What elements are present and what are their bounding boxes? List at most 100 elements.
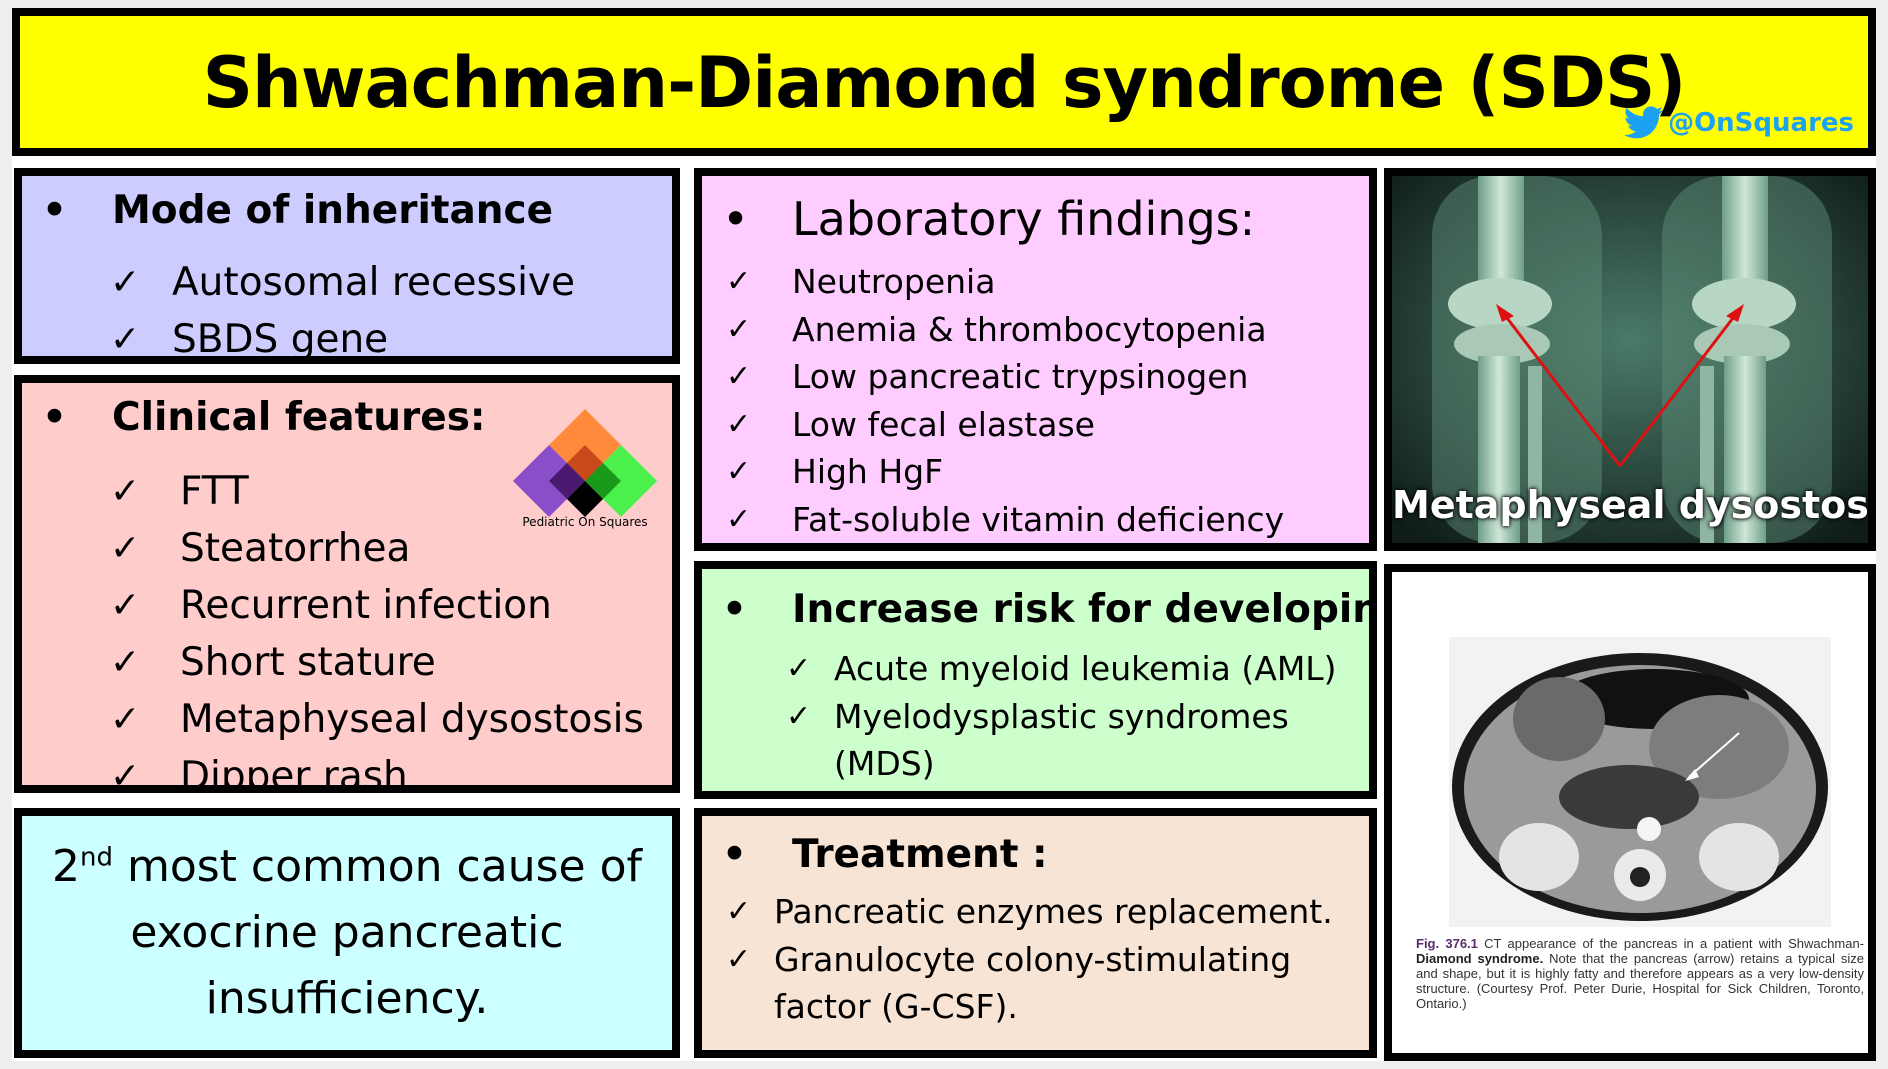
list-item-text: Low pancreatic trypsinogen <box>792 357 1249 397</box>
figure-title: Diamond syndrome. <box>1416 951 1544 966</box>
clinical-list: ✓FTT ✓Steatorrhea ✓Recurrent infection ✓… <box>110 463 644 793</box>
cause-line-2: exocrine pancreatic <box>130 907 564 958</box>
checkmark-icon: ✓ <box>726 454 752 490</box>
list-item-text: Pancreatic enzymes replacement. <box>774 892 1333 932</box>
list-item-text: Short stature <box>180 640 436 685</box>
inheritance-heading: • Mode of inheritance <box>42 188 553 233</box>
slide-canvas: Shwachman-Diamond syndrome (SDS) @OnSqua… <box>12 8 1876 1061</box>
xray-label: Metaphyseal dysostosis <box>1392 483 1876 527</box>
figure-number: Fig. 376.1 <box>1416 936 1478 951</box>
list-item: ✓ Recurrent infection <box>110 577 644 634</box>
checkmark-icon: ✓ <box>786 651 812 687</box>
list-item: ✓ FTT <box>110 463 644 520</box>
list-item: ✓ Fat-soluble vitamin deficiency <box>726 496 1284 544</box>
ct-figure-caption: Fig. 376.1 CT appearance of the pancreas… <box>1416 936 1864 1011</box>
xray-image-panel: Metaphyseal dysostosis <box>1384 168 1876 551</box>
cause-line-3: insufficiency. <box>205 973 489 1024</box>
list-item: ✓ Neutropenia <box>726 258 1284 306</box>
checkmark-icon: ✓ <box>110 585 141 626</box>
bullet-icon: • <box>722 832 747 877</box>
list-item-text: SBDS gene <box>172 317 389 362</box>
figure-body: Note that the pancreas (arrow) retains a… <box>1416 951 1864 1011</box>
list-item-text: factor (G-CSF). <box>774 987 1018 1027</box>
checkmark-icon: ✓ <box>726 501 752 537</box>
inheritance-list: ✓ Autosomal recessive ✓ SBDS gene <box>110 254 575 362</box>
slide-title: Shwachman-Diamond syndrome (SDS) <box>202 42 1687 124</box>
list-item: ✓ Anemia & thrombocytopenia <box>726 306 1284 354</box>
laboratory-findings-panel: • Laboratory findings: ✓ Neutropenia ✓ Anem… <box>694 168 1377 551</box>
bullet-icon: • <box>42 395 67 440</box>
checkmark-icon: ✓ <box>726 311 752 347</box>
checkmark-icon: ✓ <box>110 642 141 683</box>
list-item-text: Granulocyte colony-stimulating <box>774 939 1292 979</box>
treatment-heading-text: Treatment : <box>792 832 1048 877</box>
clinical-features-panel: •Clinical features: ✓FTT ✓Steatorrhea ✓R… <box>14 375 680 793</box>
list-item-text: Autosomal recessive <box>172 260 576 305</box>
list-item-text: High HgF <box>792 452 944 492</box>
risk-heading: • Increase risk for developing : <box>722 587 1377 632</box>
pancreatic-insufficiency-text: 2nd most common cause of exocrine pancre… <box>22 834 672 1032</box>
list-item-text: Recurrent infection <box>180 583 552 628</box>
cause-line-1-text: most common cause of <box>112 841 642 892</box>
inheritance-panel: • Mode of inheritance ✓ Autosomal recessiv… <box>14 168 680 364</box>
figure-text: CT appearance of the pancreas in a patie… <box>1477 936 1865 951</box>
bullet-icon: • <box>42 188 67 233</box>
checkmark-icon: ✓ <box>110 262 141 303</box>
list-item-text: Myelodysplastic syndromes <box>834 696 1289 736</box>
list-item: ✓Dipper rash <box>110 748 644 793</box>
list-item: ✓ Autosomal recessive <box>110 254 575 311</box>
checkmark-icon: ✓ <box>110 528 141 569</box>
checkmark-icon: ✓ <box>726 264 752 300</box>
bullet-icon: • <box>722 192 750 246</box>
cause-ordinal-suffix: nd <box>80 842 113 873</box>
list-item: ✓Pancreatic enzymes replacement. <box>726 888 1333 936</box>
checkmark-icon: ✓ <box>786 698 812 734</box>
list-item: ✓ Low pancreatic trypsinogen <box>726 353 1284 401</box>
list-item-text: Dipper rash <box>180 754 408 793</box>
risk-heading-text: Increase risk for developing : <box>792 587 1377 632</box>
list-item-continuation: factor (G-CSF). <box>726 983 1333 1031</box>
pediatric-on-squares-logo: Pediatric On Squares <box>510 407 660 529</box>
increased-risk-panel: • Increase risk for developing : ✓Acute m… <box>694 561 1377 799</box>
checkmark-icon: ✓ <box>726 941 752 977</box>
list-item-continuation: (MDS) <box>786 740 1337 788</box>
list-item-text: Metaphyseal dysostosis <box>180 697 644 742</box>
checkmark-icon: ✓ <box>726 406 752 442</box>
list-item-text: Anemia & thrombocytopenia <box>792 309 1267 349</box>
lab-heading: • Laboratory findings: <box>722 192 1255 246</box>
ct-scan-graphic <box>1449 637 1831 927</box>
list-item: ✓ SBDS gene <box>110 311 575 362</box>
list-item-text: FTT <box>180 469 249 514</box>
title-bar: Shwachman-Diamond syndrome (SDS) @OnSqua… <box>12 8 1876 156</box>
pancreatic-insufficiency-panel: 2nd most common cause of exocrine pancre… <box>14 808 680 1058</box>
treatment-heading: • Treatment : <box>722 832 1048 877</box>
list-item: ✓ Metaphyseal dysostosis <box>110 691 644 748</box>
risk-list: ✓Acute myeloid leukemia (AML) ✓ Myelodysp… <box>786 645 1337 788</box>
list-item-text: Low fecal elastase <box>792 404 1095 444</box>
list-item: ✓Acute myeloid leukemia (AML) <box>786 645 1337 693</box>
list-item: ✓ Granulocyte colony-stimulating <box>726 936 1333 984</box>
twitter-handle-badge: @OnSquares <box>1624 106 1854 140</box>
checkmark-icon: ✓ <box>726 359 752 395</box>
knee-xray-image <box>1392 176 1868 543</box>
lab-heading-text: Laboratory findings: <box>792 192 1256 246</box>
checkmark-icon: ✓ <box>110 699 141 740</box>
treatment-panel: •Treatment : ✓Pancreatic enzymes replace… <box>694 808 1377 1058</box>
checkmark-icon: ✓ <box>110 319 141 360</box>
twitter-bird-icon <box>1624 106 1664 139</box>
list-item-text: Neutropenia <box>792 262 996 302</box>
twitter-handle-text: @OnSquares <box>1668 108 1854 138</box>
list-item: ✓ Myelodysplastic syndromes <box>786 693 1337 741</box>
inheritance-heading-text: Mode of inheritance <box>112 188 554 233</box>
list-item: ✓ Short stature <box>110 634 644 691</box>
ct-scan-image <box>1449 637 1831 927</box>
list-item: ✓ High HgF <box>726 448 1284 496</box>
bullet-icon: • <box>722 587 747 632</box>
cause-line-1: 2nd most common cause of <box>22 834 672 900</box>
list-item: ✓ Low fecal elastase <box>726 401 1284 449</box>
treatment-list: ✓Pancreatic enzymes replacement. ✓ Granul… <box>726 888 1333 1031</box>
checkmark-icon: ✓ <box>110 471 141 512</box>
list-item-text: Fat-soluble vitamin deficiency <box>792 499 1285 539</box>
logo-diamonds-icon <box>513 409 657 517</box>
list-item-text: (MDS) <box>834 744 935 784</box>
